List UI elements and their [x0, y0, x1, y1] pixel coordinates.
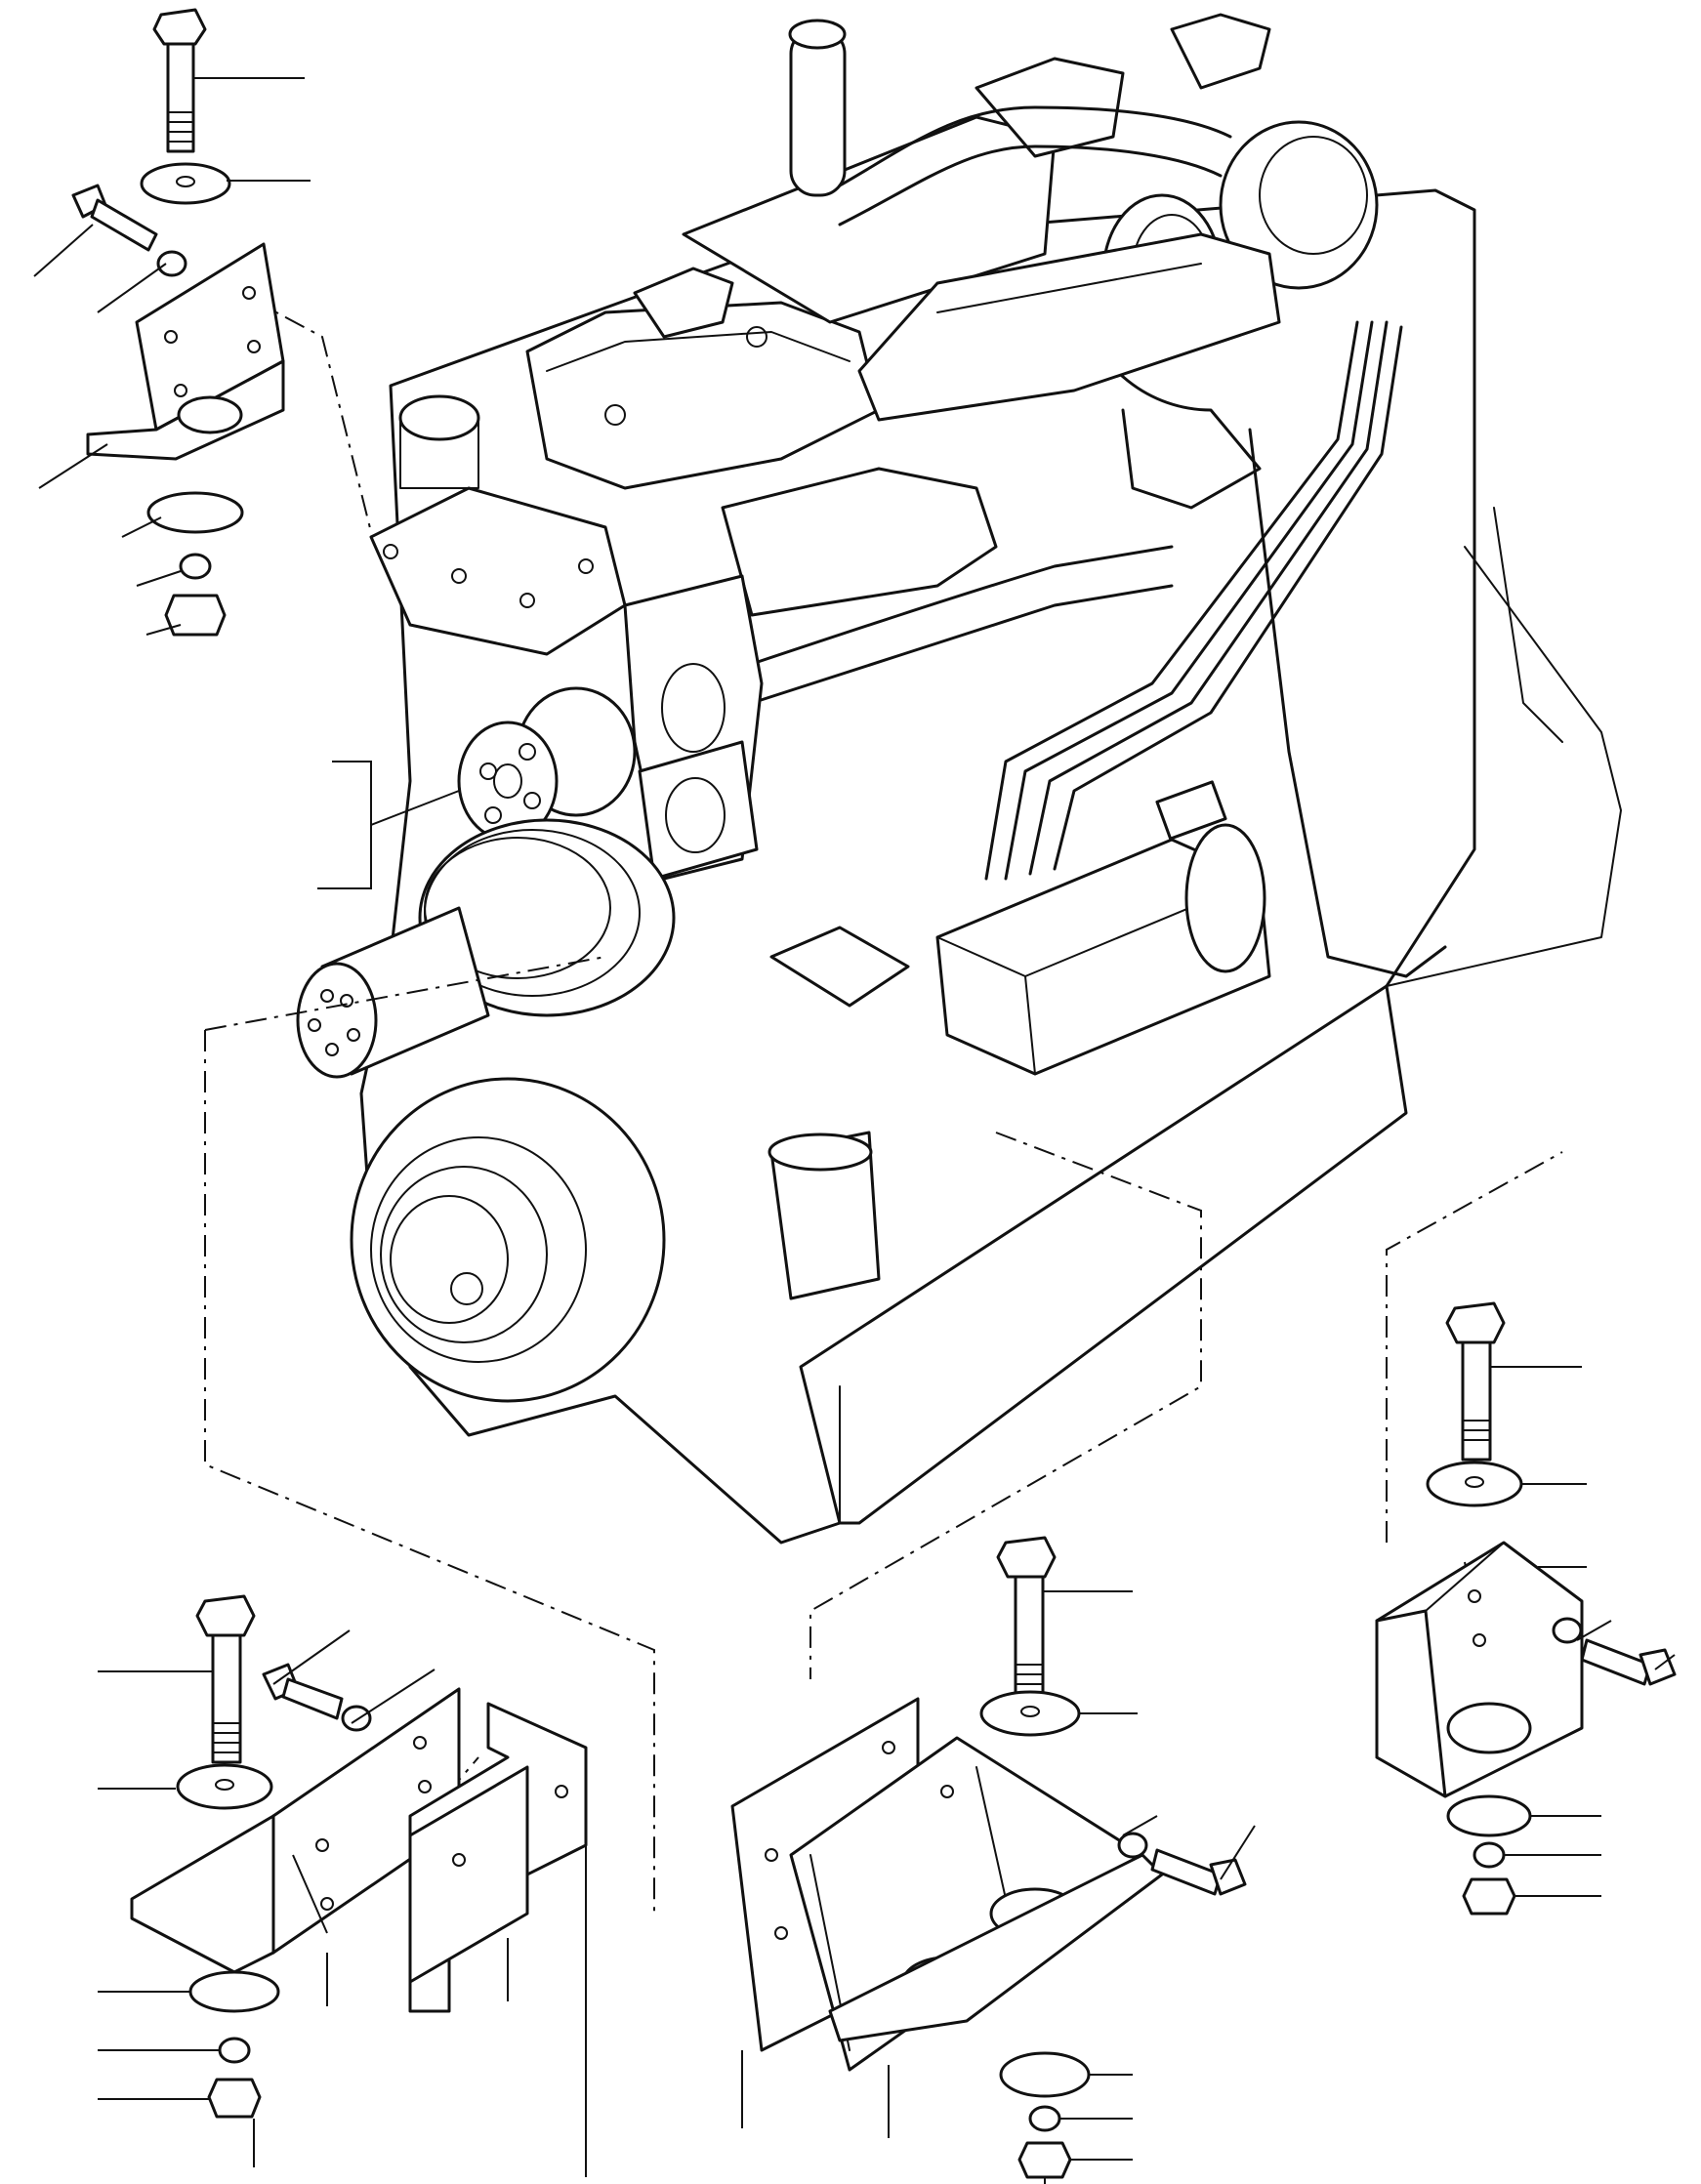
crankshaft-pulley [296, 818, 676, 1079]
mount-bracket [86, 242, 285, 461]
side-bolt [71, 184, 158, 252]
mount-rear-left [130, 1594, 588, 2119]
mount-rear-center [730, 1536, 1247, 2179]
fan-pulley [457, 686, 637, 842]
oil-filler-cap [768, 1131, 881, 1300]
intake-pipe [789, 27, 847, 197]
mount-front-left [71, 8, 285, 637]
bolt [152, 8, 207, 153]
rubber-cushion [1446, 1702, 1532, 1754]
spring-washer [179, 553, 212, 580]
pulley-hub [296, 962, 378, 1079]
fuel-injection-pump [935, 780, 1271, 1076]
mount-front-right [1375, 1301, 1677, 1916]
washer [146, 491, 244, 534]
washer [140, 162, 231, 205]
rubber-cushion [177, 395, 243, 434]
oil-pan [799, 984, 1408, 1525]
lock-washer [156, 250, 187, 277]
engine-assembly [296, 13, 1622, 1545]
nut [164, 594, 227, 637]
exhaust-manifold [857, 232, 1281, 422]
lower-pulley [350, 1077, 666, 1403]
callout-leader-lines [33, 77, 1676, 2184]
water-outlet [398, 394, 480, 441]
